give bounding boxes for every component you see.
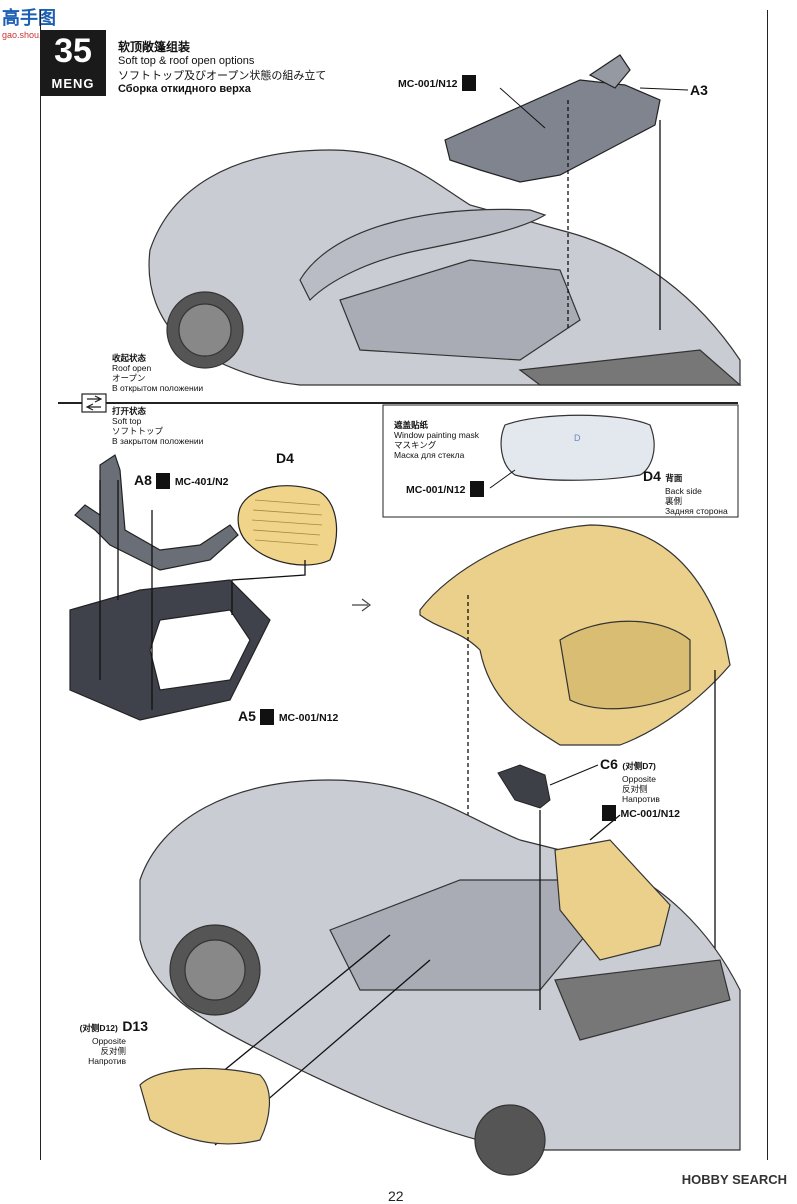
d13-opposite-ja: 反对侧 xyxy=(100,1046,126,1056)
mask-ru: Маска для стекла xyxy=(394,450,465,460)
part-a3-illustration xyxy=(444,54,661,183)
page-frame xyxy=(40,10,768,1160)
part-c6-illustration xyxy=(497,764,551,809)
title-ja: ソフトトップ及びオープン状態の組み立て xyxy=(118,70,327,82)
soft-top-zh: 打开状态 xyxy=(112,406,147,416)
back-zh: 背面 xyxy=(665,473,683,483)
back-ru: Задняя сторона xyxy=(665,506,728,516)
d13-opposite-text: Opposite 反对侧 Напротив xyxy=(68,1036,126,1066)
c6-opposite-ref: (对侧D7) xyxy=(622,761,656,771)
d13-opposite-ref: (对侧D12) xyxy=(79,1023,118,1033)
section-divider xyxy=(106,402,738,404)
paintbrush-icon xyxy=(461,74,476,91)
part-d4-illustration xyxy=(237,485,338,566)
c6-paint-code: MC-001/N12 xyxy=(620,808,680,820)
part-d13-illustration xyxy=(139,1067,271,1145)
mask-zh: 遮盖贴纸 xyxy=(394,420,429,430)
c6-opposite-en: Opposite xyxy=(622,774,657,784)
soft-top-en: Soft top xyxy=(112,416,142,426)
a3-paint-code: MC-001/N12 xyxy=(398,78,458,90)
roof-open-ja: オープン xyxy=(112,373,146,383)
roof-open-zh: 收起状态 xyxy=(112,353,147,363)
roof-open-ru: В открытом положении xyxy=(112,383,204,393)
d13-callout: (对侧D12) D13 xyxy=(68,1018,148,1036)
soft-top-label: 打开状态 Soft top ソフトトップ В закрытом положени… xyxy=(112,406,203,446)
watermark-site: gao.shou.com xyxy=(2,30,59,40)
paintbrush-icon xyxy=(602,804,616,821)
back-ja: 裏側 xyxy=(665,496,683,506)
back-en: Back side xyxy=(665,486,702,496)
watermark-chars: 高手图 xyxy=(2,8,56,28)
part-a5-illustration xyxy=(69,579,271,721)
a8-callout: A8 MC-401/N2 xyxy=(134,472,229,490)
footer-logo: HOBBY SEARCH xyxy=(681,1172,787,1187)
c6-opposite-ru: Напротив xyxy=(622,794,660,804)
part-label-d4: D4 xyxy=(276,450,294,466)
mask-en: Window painting mask xyxy=(394,430,480,440)
part-a8-illustration xyxy=(74,454,239,571)
title-en: Soft top & roof open options xyxy=(118,55,255,67)
title-ru: Сборка откидного верха xyxy=(118,83,251,95)
a5-paint-code: MC-001/N12 xyxy=(278,712,339,724)
part-label-d13: D13 xyxy=(122,1018,148,1034)
soft-top-illustration xyxy=(419,524,731,746)
mask-paint-callout: MC-001/N12 xyxy=(406,480,484,498)
roof-open-label: 收起状态 Roof open オープン В открытом положении xyxy=(112,353,203,393)
part-label-a3: A3 xyxy=(690,82,708,98)
step-badge: 35 MENG xyxy=(40,30,106,96)
mask-label: 遮盖贴纸 Window painting mask マスキング Маска дл… xyxy=(394,420,479,460)
c6-paint-callout: MC-001/N12 xyxy=(602,804,680,822)
mask-letter: D xyxy=(574,433,581,443)
paintbrush-icon xyxy=(156,472,171,489)
paintbrush-icon xyxy=(469,480,484,497)
d13-opposite-en: Opposite xyxy=(91,1036,126,1046)
paintbrush-icon xyxy=(260,708,275,725)
part-label-a5: A5 xyxy=(238,708,256,724)
soft-top-ru: В закрытом положении xyxy=(112,436,204,446)
a8-paint-code: MC-401/N2 xyxy=(174,476,229,488)
step-title: 软顶敞篷组装 Soft top & roof open options ソフトト… xyxy=(118,38,326,95)
section-divider-left xyxy=(58,402,82,404)
page-number: 22 xyxy=(388,1188,404,1204)
d4-back-callout: D4 背面 Back side 裏側 Задняя сторона xyxy=(643,468,728,516)
roof-open-en: Roof open xyxy=(112,363,152,373)
mask-paint-code: MC-001/N12 xyxy=(406,484,466,496)
soft-top-ja: ソフトトップ xyxy=(112,426,164,436)
mask-part-d4: D4 xyxy=(643,468,661,484)
title-zh: 软顶敞篷组装 xyxy=(118,40,191,54)
c6-opposite-ja: 反对侧 xyxy=(622,784,648,794)
part-label-a8: A8 xyxy=(134,472,152,488)
top-car-illustration xyxy=(148,149,742,386)
step-number: 35 xyxy=(54,32,92,70)
a5-callout: A5 MC-001/N12 xyxy=(238,708,338,726)
d13-opposite-ru: Напротив xyxy=(88,1056,126,1066)
a3-paint-callout: MC-001/N12 xyxy=(398,74,476,92)
c6-callout: C6 (对侧D7) Opposite 反对侧 Напротив xyxy=(600,756,660,804)
bottom-car-illustration xyxy=(139,779,741,1176)
part-label-c6: C6 xyxy=(600,756,618,772)
watermark: 高手图 gao.shou.com xyxy=(2,4,59,40)
brand-logo: MENG xyxy=(51,76,95,91)
mask-ja: マスキング xyxy=(394,440,437,450)
